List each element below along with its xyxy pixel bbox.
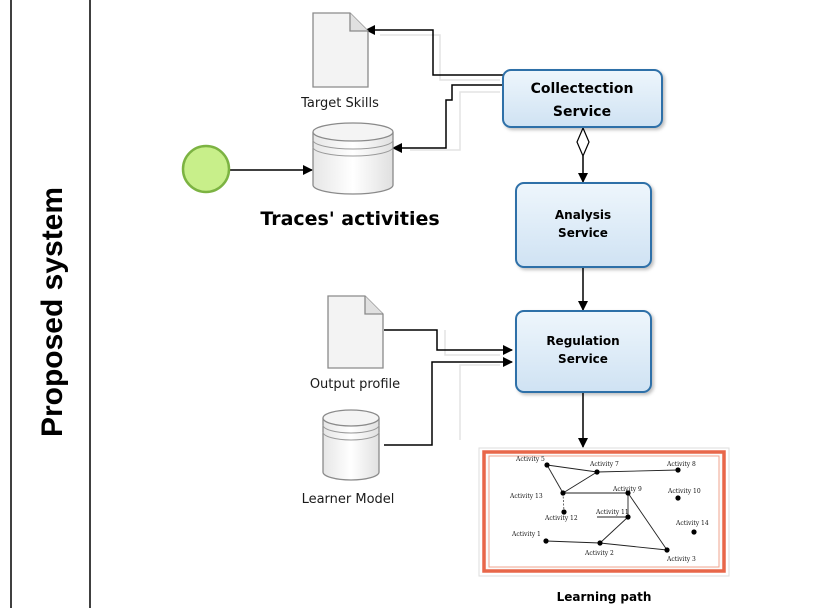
activity-1-label: Activity 1	[511, 531, 541, 538]
activity-3-label: Activity 3	[666, 556, 696, 563]
traces-database-icon[interactable]	[312, 122, 394, 195]
activity-12-label: Activity 12	[544, 515, 578, 522]
activity-13-label: Activity 13	[509, 493, 543, 500]
faint-guides	[380, 34, 500, 440]
traces-label: Traces' activities	[260, 208, 439, 230]
learner-model-label: Learner Model	[302, 492, 395, 507]
learning-path-label: Learning path	[557, 590, 652, 604]
learner-model-database-icon[interactable]	[322, 409, 380, 481]
collection-service-label-line2: Service	[553, 104, 611, 120]
activity-2-label: Activity 2	[584, 550, 614, 557]
flow-output-profile-to-regulation	[384, 329, 513, 355]
connectors	[230, 25, 588, 448]
flow-collection-to-traces	[392, 84, 503, 153]
regulation-service-task[interactable]	[515, 310, 652, 393]
analysis-service-label-line2: Service	[558, 226, 608, 240]
analysis-service-task[interactable]	[515, 182, 652, 268]
activity-8-label: Activity 8	[666, 461, 696, 468]
target-skills-label: Target Skills	[300, 96, 379, 111]
lane-title: Proposed system	[36, 187, 69, 437]
activity-10-label: Activity 10	[667, 488, 701, 495]
regulation-service-label-line1: Regulation	[546, 334, 619, 348]
analysis-service-label-line1: Analysis	[555, 208, 611, 222]
start-event-icon[interactable]	[181, 144, 231, 194]
activity-5-label: Activity 5	[515, 456, 545, 463]
output-profile-document-icon[interactable]	[327, 295, 384, 369]
regulation-service-label-line2: Service	[558, 352, 608, 366]
activity-11-label: Activity 11	[595, 509, 629, 516]
activity-14-label: Activity 14	[675, 520, 709, 527]
collection-service-label-line1: Collectection	[531, 81, 634, 97]
flow-collection-to-target-skills	[365, 25, 503, 76]
activity-7-label: Activity 7	[589, 461, 619, 468]
flow-learner-model-to-regulation	[384, 357, 513, 446]
output-profile-label: Output profile	[310, 377, 400, 392]
aggregation-diamond-icon	[576, 126, 590, 158]
learning-path-image[interactable]: Activity 5 Activity 7 Activity 8 Activit…	[478, 447, 730, 577]
activity-9-label: Activity 9	[612, 486, 642, 493]
target-skills-document-icon[interactable]	[312, 12, 369, 88]
collection-service-task[interactable]	[502, 69, 663, 128]
